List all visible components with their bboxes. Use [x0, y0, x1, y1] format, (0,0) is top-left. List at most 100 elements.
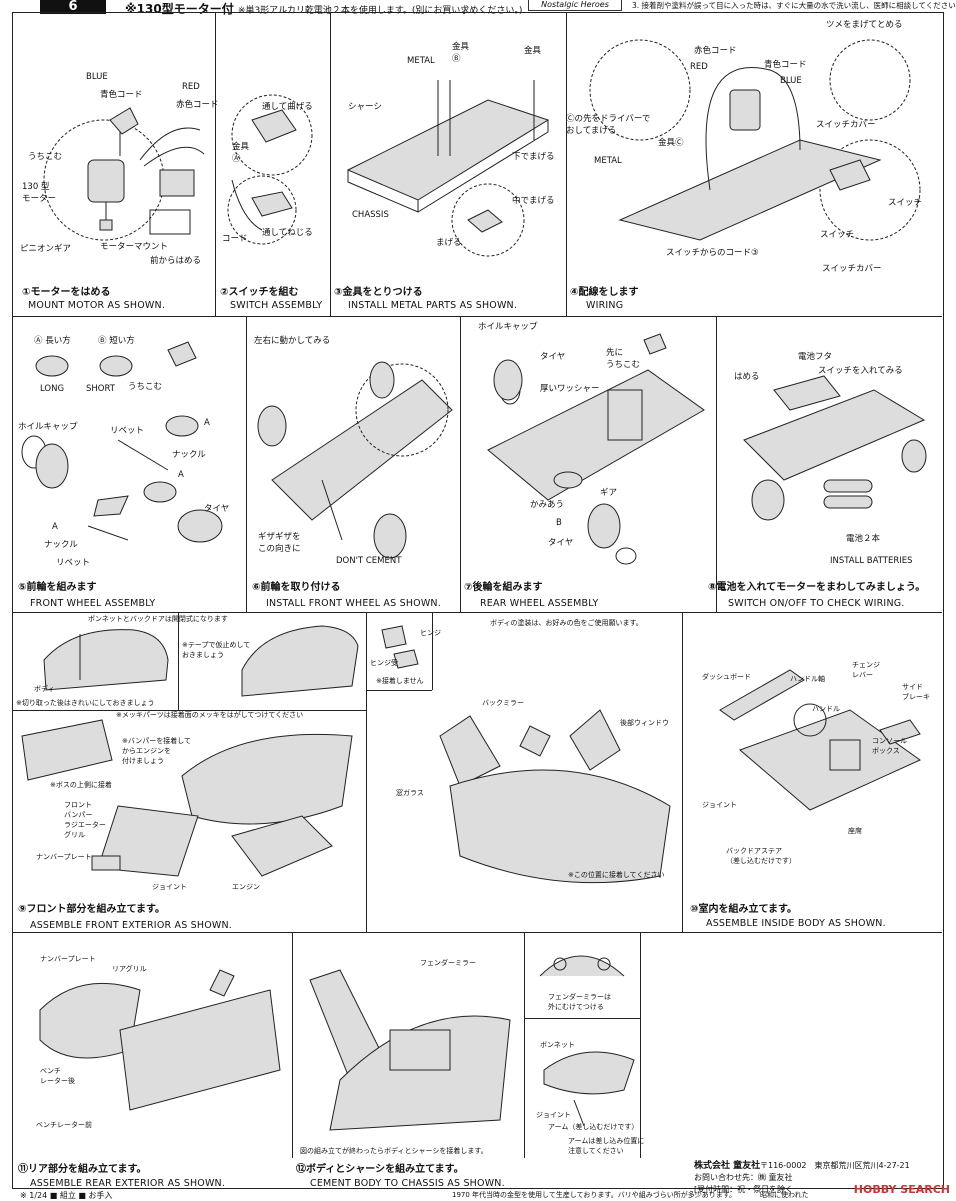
- label-blue2: BLUE: [780, 76, 802, 86]
- label-joint3: ジョイント: [536, 1111, 571, 1119]
- label-kanagu-c: 金具Ⓒ: [658, 138, 684, 148]
- step-9-caption: ASSEMBLE FRONT EXTERIOR AS SHOWN.: [30, 920, 233, 931]
- back-door-illustration: [241, 625, 359, 697]
- label-uchikomu2: うちこむ: [128, 382, 163, 392]
- label-blue-jp2: 青色コード: [764, 60, 807, 70]
- label-engine: エンジン: [232, 883, 260, 891]
- sub-divider: [524, 1018, 640, 1019]
- label-dashboard: ダッシュボード: [702, 673, 751, 681]
- label-c-driver: Ⓒの先をドライバーで おしてまげる: [566, 114, 651, 136]
- rear-wheel-illustration: [487, 333, 705, 565]
- step-5-title: ⑤前輪を組みます: [18, 582, 97, 593]
- label-joint: ジョイント: [152, 883, 187, 891]
- step-10-caption: ASSEMBLE INSIDE BODY AS SHOWN.: [706, 918, 886, 929]
- interior-illustration: [719, 669, 921, 811]
- step-9-title: ⑨フロント部分を組み立てます。: [18, 904, 165, 915]
- label-hinge: ヒンジ: [420, 629, 441, 637]
- step-12-caption: CEMENT BODY TO CHASSIS AS SHOWN.: [310, 1178, 505, 1189]
- label-red-jp: 赤色コード: [176, 100, 219, 110]
- label-number-plate2: ナンバープレート: [40, 955, 96, 963]
- label-red: RED: [182, 82, 200, 92]
- label-mageru: まげる: [436, 238, 462, 248]
- label-boss-note: ※ボスの上側に接着: [50, 781, 112, 789]
- bottom-note: 1970 年代当時の金型を使用して生産しております。バリや組みづらい所が多少あり…: [452, 1191, 737, 1199]
- label-toshite-nejiru: 通してねじる: [262, 228, 313, 238]
- contact-line: お問い合わせ先：㈱ 童友社: [694, 1173, 793, 1182]
- label-chassis: CHASSIS: [352, 210, 389, 220]
- label-gizagiza: ギザギザを この向きに: [258, 532, 301, 554]
- label-metal: METAL: [407, 56, 435, 66]
- label-b-short: Ⓑ 短い方: [98, 336, 135, 346]
- col-divider: [366, 612, 367, 932]
- label-motor130: 130 型 モーター: [22, 182, 57, 204]
- label-switch-cover: スイッチカバー: [816, 120, 876, 130]
- label-ventilator: ベンチ レーター後: [40, 1067, 75, 1085]
- label-back-mirror: バックミラー: [482, 699, 524, 707]
- label-a-long: Ⓐ 長い方: [34, 336, 71, 346]
- label-battery-lid: 電池フタ: [798, 352, 833, 362]
- step-4-title: ④配線をします: [570, 287, 639, 298]
- label-kamiau: かみあう: [530, 500, 565, 510]
- label-knuckle: ナックル: [172, 450, 206, 460]
- label-glue-here: ※この位置に接着してください: [568, 871, 665, 879]
- hinge-illustration: [381, 625, 419, 669]
- label-rear-grill: リアグリル: [112, 965, 147, 973]
- label-knuckle2: ナックル: [44, 540, 78, 550]
- label-switch-cover2: スイッチカバー: [822, 264, 882, 274]
- front-wheel-illustration: [21, 341, 223, 543]
- label-handle-shaft: ハンドル軸: [790, 675, 825, 683]
- step-6-title: ⑥前輪を取り付ける: [252, 582, 341, 593]
- label-handle: ハンドル: [812, 705, 840, 713]
- label-switch2: スイッチ: [820, 230, 855, 240]
- label-uchikomu: うちこむ: [28, 152, 63, 162]
- col-divider: [215, 12, 216, 316]
- label-number-plate: ナンバープレート: [36, 853, 92, 861]
- col-divider: [566, 12, 567, 316]
- label-bumper-note: ※バンパーを接着して からエンジンを 付けましょう: [122, 737, 192, 765]
- series-logo: Nostalgic Heroes: [528, 0, 622, 11]
- label-bonnet: ボンネット: [540, 1041, 575, 1049]
- step-2-title: ②スイッチを組む: [220, 287, 299, 298]
- label-tire: タイヤ: [204, 504, 230, 514]
- label-bonnet-note: ボンネットとバックドアは開閉式になります: [88, 615, 228, 623]
- install-front-wheel-illustration: [257, 361, 453, 559]
- col-divider: [524, 932, 525, 1158]
- label-a1: A: [204, 418, 210, 428]
- label-side-brake: サイド ブレーキ: [902, 683, 930, 701]
- col-divider: [640, 932, 641, 1158]
- step-7-title: ⑦後輪を組みます: [464, 582, 543, 593]
- label-back-door-stay: バックドアステア （差し込むだけです）: [726, 847, 796, 865]
- step-11-caption: ASSEMBLE REAR EXTERIOR AS SHOWN.: [30, 1178, 226, 1189]
- watermark: HOBBY SEARCH: [853, 1183, 950, 1196]
- col-divider: [292, 932, 293, 1158]
- label-long: LONG: [40, 384, 65, 394]
- row-divider-1: [12, 316, 942, 317]
- body-chassis-illustration: [309, 969, 511, 1131]
- label-cut-note: ※切り取った後はきれいにしておきましょう: [16, 699, 155, 707]
- label-kanagu-a: 金具 Ⓐ: [232, 142, 250, 164]
- rear-exterior-illustration: [39, 969, 281, 1111]
- label-radiator: ラジエーター グリル: [64, 821, 106, 839]
- label-tire2: タイヤ: [540, 352, 566, 362]
- label-plating-note: ※メッキパーツは接着面のメッキをはがしてつけてください: [116, 711, 304, 719]
- safety-note: 3. 接着剤や塗料が誤って目に入った時は、すぐに大量の水で洗い流し、医師に相談し…: [632, 1, 956, 10]
- step-8-title: ⑧電池を入れてモーターをまわしてみましょう。: [708, 582, 926, 593]
- label-toshite-mageru: 通して曲げる: [262, 102, 313, 112]
- step-10-title: ⑩室内を組み立てます。: [690, 904, 797, 915]
- col-divider: [178, 612, 179, 710]
- label-naka-de-mageru: 中でまげる: [512, 196, 555, 206]
- label-rear-window: 後部ウィンドウ: [620, 719, 669, 727]
- label-cord: コード: [222, 234, 248, 244]
- col-divider: [716, 316, 717, 612]
- col-divider: [682, 612, 683, 932]
- label-a2: A: [178, 470, 184, 480]
- label-switch-cord: スイッチからのコード③: [666, 248, 759, 258]
- label-shita-de-mageru: 下でまげる: [512, 152, 555, 162]
- label-install-batteries: INSTALL BATTERIES: [830, 556, 913, 566]
- label-rivet2: リベット: [56, 558, 91, 568]
- label-a3: A: [52, 522, 58, 532]
- label-console: コンソール ボックス: [872, 737, 907, 755]
- step-1-title: ①モーターをはめる: [22, 287, 111, 298]
- chassis-metal-illustration: [346, 80, 550, 257]
- row-divider-2: [12, 612, 942, 613]
